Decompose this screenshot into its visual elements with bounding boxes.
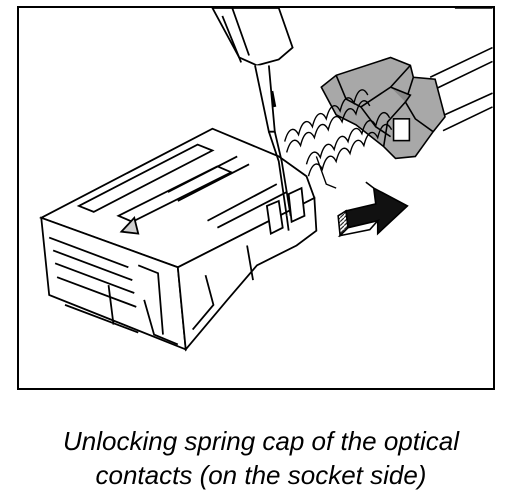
connector-housing	[39, 127, 318, 352]
spring-cap	[320, 56, 446, 160]
illustration-frame	[17, 6, 495, 390]
spring-icon	[284, 89, 393, 189]
push-direction-arrow-icon	[337, 181, 409, 238]
caption-line-1: Unlocking spring cap of the optical	[62, 426, 459, 456]
connector-illustration	[39, 8, 493, 352]
unlocking-tool-icon	[211, 8, 294, 231]
optical-cables	[429, 8, 493, 132]
figure-caption: Unlocking spring cap of the optical cont…	[0, 424, 522, 492]
caption-line-2: contacts (on the socket side)	[95, 460, 427, 490]
